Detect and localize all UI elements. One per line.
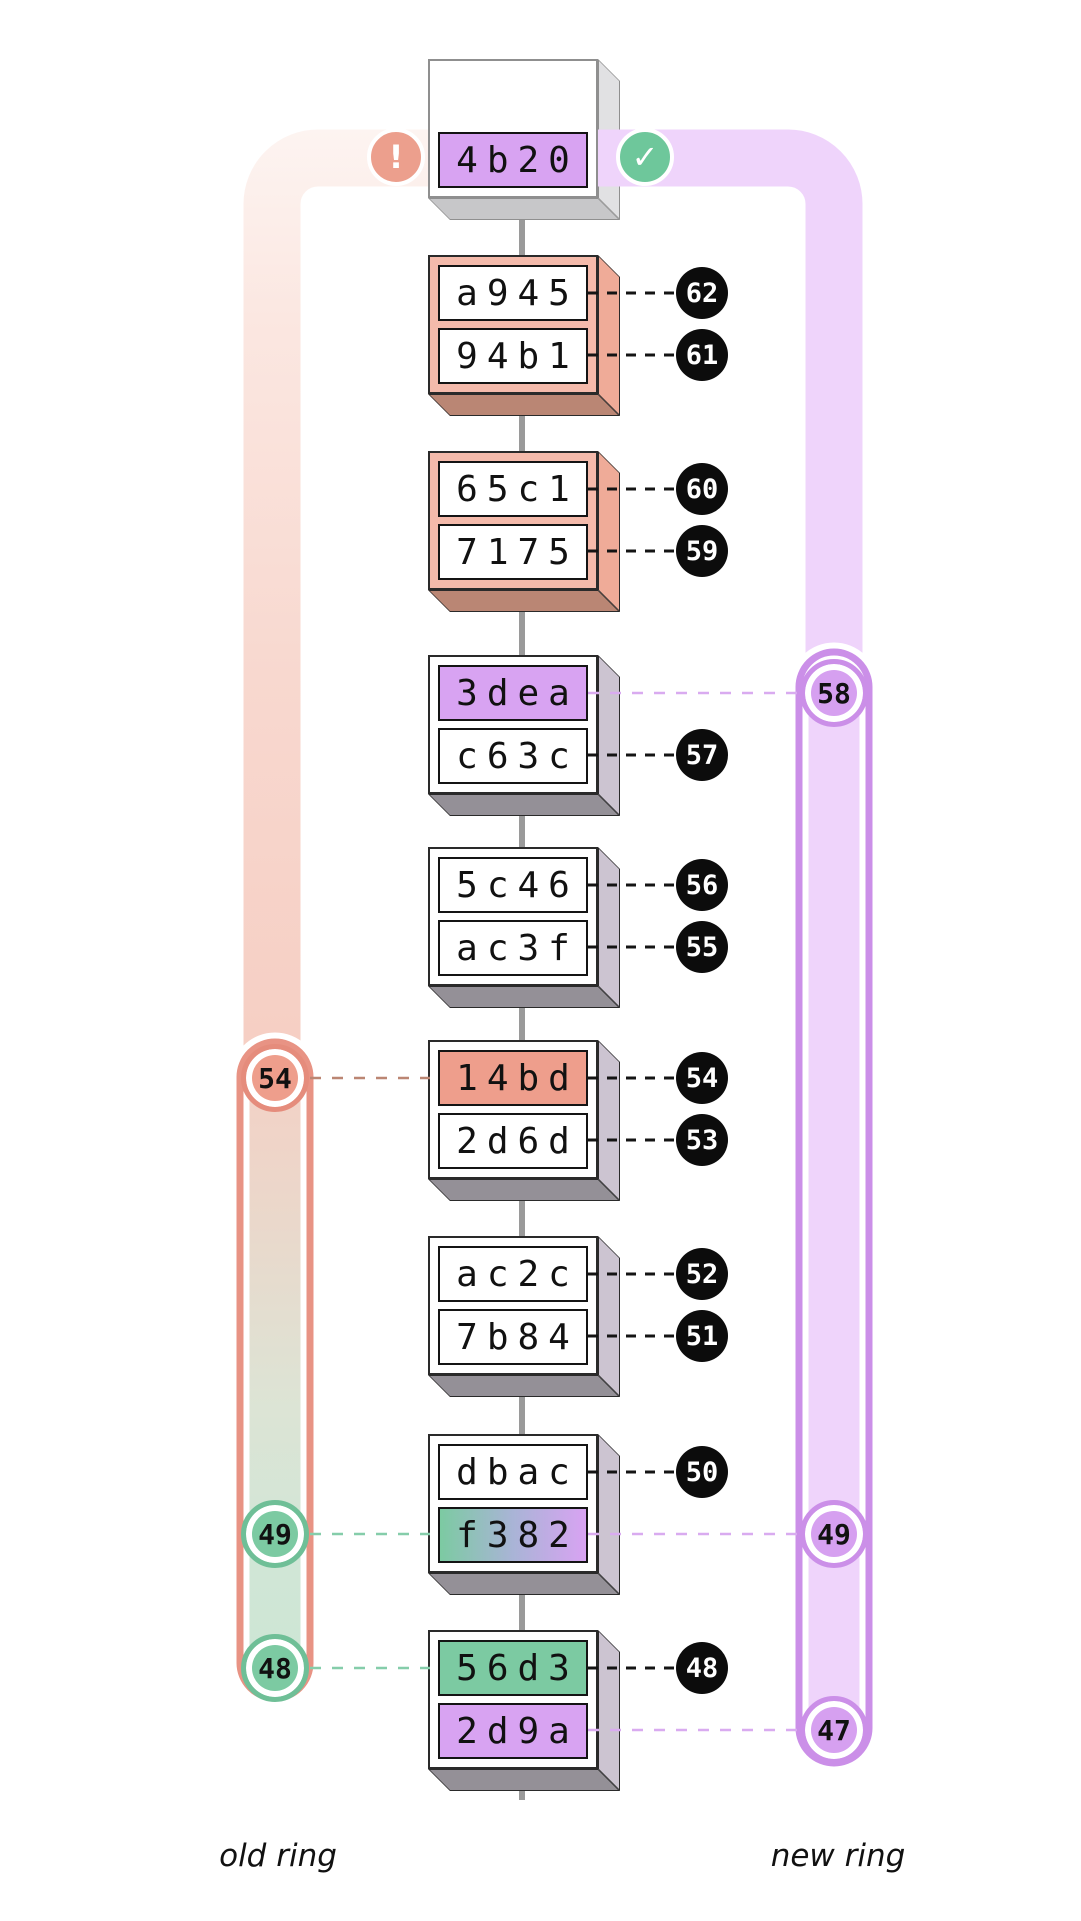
new-ring-badge: 47 (800, 1696, 868, 1764)
index-badge: 54 (676, 1052, 728, 1104)
block: ac2c 7b84 (428, 1236, 620, 1397)
block-front: a945 94b1 (428, 255, 598, 394)
block-front: dbac f382 (428, 1434, 598, 1573)
index-badge: 57 (676, 729, 728, 781)
block-front: 4b20 (428, 59, 598, 198)
new-ring-label: new ring (770, 1838, 906, 1874)
hash-cell: ac2c (438, 1246, 588, 1302)
hash-value: f382 (456, 1514, 579, 1556)
hash-value: ac3f (456, 927, 579, 969)
hash-cell: 65c1 (438, 461, 588, 517)
hash-cell: a945 (438, 265, 588, 321)
new-ring-dashed-lines (588, 691, 800, 1732)
hash-value: ac2c (456, 1253, 579, 1295)
old-ring-badge: 54 (241, 1044, 309, 1112)
block: dbac f382 (428, 1434, 620, 1595)
index-badge: 60 (676, 463, 728, 515)
block-front: 14bd 2d6d (428, 1040, 598, 1179)
hash-cell: 94b1 (438, 328, 588, 384)
hash-value: 56d3 (456, 1647, 579, 1689)
hash-value: a945 (456, 272, 579, 314)
black-dashed-lines (588, 291, 676, 1670)
hash-cell: ac3f (438, 920, 588, 976)
index-badge: 61 (676, 329, 728, 381)
warning-icon: ! (367, 128, 425, 186)
hash-value: 94b1 (456, 335, 579, 377)
hash-value: 3dea (456, 672, 579, 714)
index-badge: 48 (676, 1642, 728, 1694)
new-ring-badge: 58 (800, 659, 868, 727)
block: 56d3 2d9a (428, 1630, 620, 1791)
block-front: ac2c 7b84 (428, 1236, 598, 1375)
hash-cell: 7b84 (438, 1309, 588, 1365)
hash-value: 4b20 (456, 139, 579, 181)
block: 5c46 ac3f (428, 847, 620, 1008)
block-front: 56d3 2d9a (428, 1630, 598, 1769)
block-front: 3dea c63c (428, 655, 598, 794)
index-badge: 55 (676, 921, 728, 973)
hash-cell: c63c (438, 728, 588, 784)
genesis-block: 4b20 (428, 59, 598, 198)
check-icon: ✓ (616, 128, 674, 186)
hash-cell: 2d9a (438, 1703, 588, 1759)
hash-value: c63c (456, 735, 579, 777)
index-badge: 51 (676, 1310, 728, 1362)
old-ring-badge: 49 (241, 1500, 309, 1568)
hash-value: 2d6d (456, 1120, 579, 1162)
index-badge: 52 (676, 1248, 728, 1300)
hash-cell: 56d3 (438, 1640, 588, 1696)
index-badge: 56 (676, 859, 728, 911)
index-badge: 62 (676, 267, 728, 319)
hash-cell: 14bd (438, 1050, 588, 1106)
hash-cell: f382 (438, 1507, 588, 1563)
hash-value: 7b84 (456, 1316, 579, 1358)
hash-cell: dbac (438, 1444, 588, 1500)
index-badge: 50 (676, 1446, 728, 1498)
old-ring-band (243, 129, 469, 1689)
block: a945 94b1 (428, 255, 620, 416)
new-ring-badge: 49 (800, 1500, 868, 1568)
old-ring-label: old ring (219, 1838, 337, 1874)
hash-cell: 5c46 (438, 857, 588, 913)
hash-value: 2d9a (456, 1710, 579, 1752)
hash-value: 7175 (456, 531, 579, 573)
block: 3dea c63c (428, 655, 620, 816)
hash-cell: 2d6d (438, 1113, 588, 1169)
hash-cell: 3dea (438, 665, 588, 721)
old-ring-badge: 48 (241, 1634, 309, 1702)
index-badge: 59 (676, 525, 728, 577)
hash-value: dbac (456, 1451, 579, 1493)
hash-cell: 7175 (438, 524, 588, 580)
new-ring-band (541, 129, 863, 1753)
hash-value: 65c1 (456, 468, 579, 510)
block: 65c1 7175 (428, 451, 620, 612)
index-badge: 53 (676, 1114, 728, 1166)
block-front: 65c1 7175 (428, 451, 598, 590)
hash-cell: 4b20 (438, 132, 588, 188)
old-ring-green-dashed-lines (310, 1532, 430, 1670)
block: 14bd 2d6d (428, 1040, 620, 1201)
hash-value: 14bd (456, 1057, 579, 1099)
block-front: 5c46 ac3f (428, 847, 598, 986)
hash-value: 5c46 (456, 864, 579, 906)
